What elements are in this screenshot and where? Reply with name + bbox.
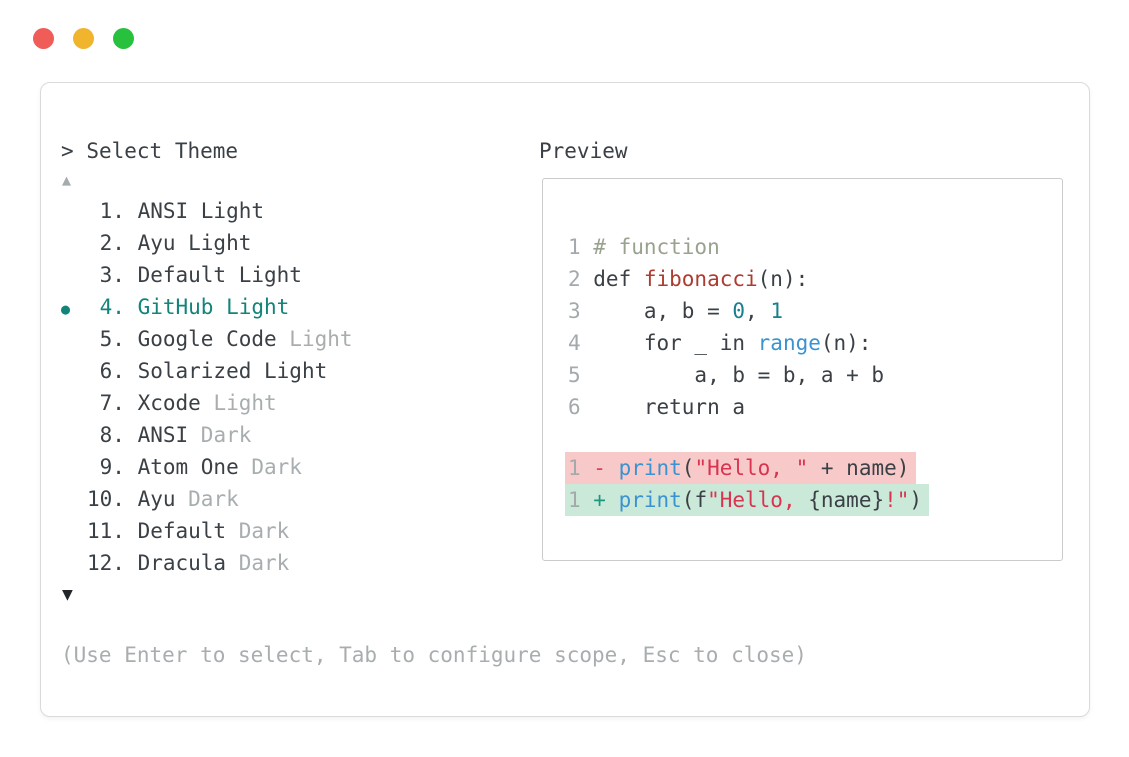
code-line: 1# function: [565, 231, 1062, 263]
theme-item-number: 2.: [87, 231, 138, 255]
theme-list: 1. ANSI Light 2. Ayu Light 3. Default Li…: [61, 195, 353, 579]
theme-item-number: 9.: [87, 455, 138, 479]
theme-item-label: GitHub Light: [137, 295, 290, 319]
theme-item-number: 8.: [87, 423, 138, 447]
theme-item-label: Atom One Dark: [137, 455, 302, 479]
zoom-button[interactable]: [113, 28, 134, 49]
selected-bullet-icon: ●: [61, 300, 71, 318]
theme-item-label: Google Code Light: [137, 327, 353, 351]
theme-item-solarized-light[interactable]: 6. Solarized Light: [61, 355, 353, 387]
theme-item-label: Default Dark: [137, 519, 290, 543]
code-line: 6 return a: [565, 391, 1062, 423]
theme-item-number: 4.: [87, 295, 138, 319]
keyboard-hint: (Use Enter to select, Tab to configure s…: [61, 643, 807, 667]
theme-item-google-code[interactable]: 5. Google Code Light: [61, 323, 353, 355]
code-line: 1- print("Hello, " + name): [565, 452, 1062, 484]
prompt-symbol: >: [61, 139, 74, 163]
select-theme-prompt: > Select Theme: [61, 135, 238, 167]
theme-item-number: 10.: [87, 487, 138, 511]
preview-title: Preview: [539, 139, 628, 163]
theme-item-number: 6.: [87, 359, 138, 383]
line-number: 6: [568, 395, 581, 419]
code-line: 4 for _ in range(n):: [565, 327, 1062, 359]
theme-item-number: 12.: [87, 551, 138, 575]
theme-item-label: Xcode Light: [137, 391, 277, 415]
theme-item-ayu-light[interactable]: 2. Ayu Light: [61, 227, 353, 259]
code-line: 5 a, b = b, a + b: [565, 359, 1062, 391]
scroll-down-icon[interactable]: ▼: [62, 584, 73, 605]
minimize-button[interactable]: [73, 28, 94, 49]
theme-item-ansi-light[interactable]: 1. ANSI Light: [61, 195, 353, 227]
theme-item-ansi[interactable]: 8. ANSI Dark: [61, 419, 353, 451]
theme-item-dracula[interactable]: 12. Dracula Dark: [61, 547, 353, 579]
code-line: 3 a, b = 0, 1: [565, 295, 1062, 327]
close-button[interactable]: [33, 28, 54, 49]
theme-item-number: 11.: [87, 519, 138, 543]
theme-item-label: Ayu Light: [137, 231, 252, 255]
theme-item-label: ANSI Light: [137, 199, 265, 223]
theme-item-atom-one[interactable]: 9. Atom One Dark: [61, 451, 353, 483]
line-number: 3: [568, 299, 581, 323]
theme-selector-panel: > Select Theme Preview ▲ 1. ANSI Light 2…: [40, 82, 1090, 717]
line-number: 4: [568, 331, 581, 355]
theme-item-number: 1.: [87, 199, 138, 223]
theme-item-label: Default Light: [137, 263, 302, 287]
theme-item-label: Ayu Dark: [137, 487, 239, 511]
line-number: 5: [568, 363, 581, 387]
scroll-up-icon[interactable]: ▲: [62, 171, 72, 189]
window-controls: [33, 28, 134, 49]
line-number: 1: [568, 456, 581, 480]
theme-item-ayu[interactable]: 10. Ayu Dark: [61, 483, 353, 515]
line-number: 1: [568, 488, 581, 512]
theme-item-label: Dracula Dark: [137, 551, 290, 575]
theme-item-number: 7.: [87, 391, 138, 415]
theme-item-xcode[interactable]: 7. Xcode Light: [61, 387, 353, 419]
theme-item-label: Solarized Light: [137, 359, 328, 383]
select-theme-title: Select Theme: [86, 139, 239, 163]
code-blank-line: [565, 423, 1062, 452]
theme-item-number: 5.: [87, 327, 138, 351]
line-number: 1: [568, 235, 581, 259]
theme-item-default[interactable]: 11. Default Dark: [61, 515, 353, 547]
line-number: 2: [568, 267, 581, 291]
theme-item-label: ANSI Dark: [137, 423, 252, 447]
code-line: 1+ print(f"Hello, {name}!"): [565, 484, 1062, 516]
theme-item-github-light[interactable]: ● 4. GitHub Light: [61, 291, 353, 323]
theme-item-default-light[interactable]: 3. Default Light: [61, 259, 353, 291]
theme-item-number: 3.: [87, 263, 138, 287]
